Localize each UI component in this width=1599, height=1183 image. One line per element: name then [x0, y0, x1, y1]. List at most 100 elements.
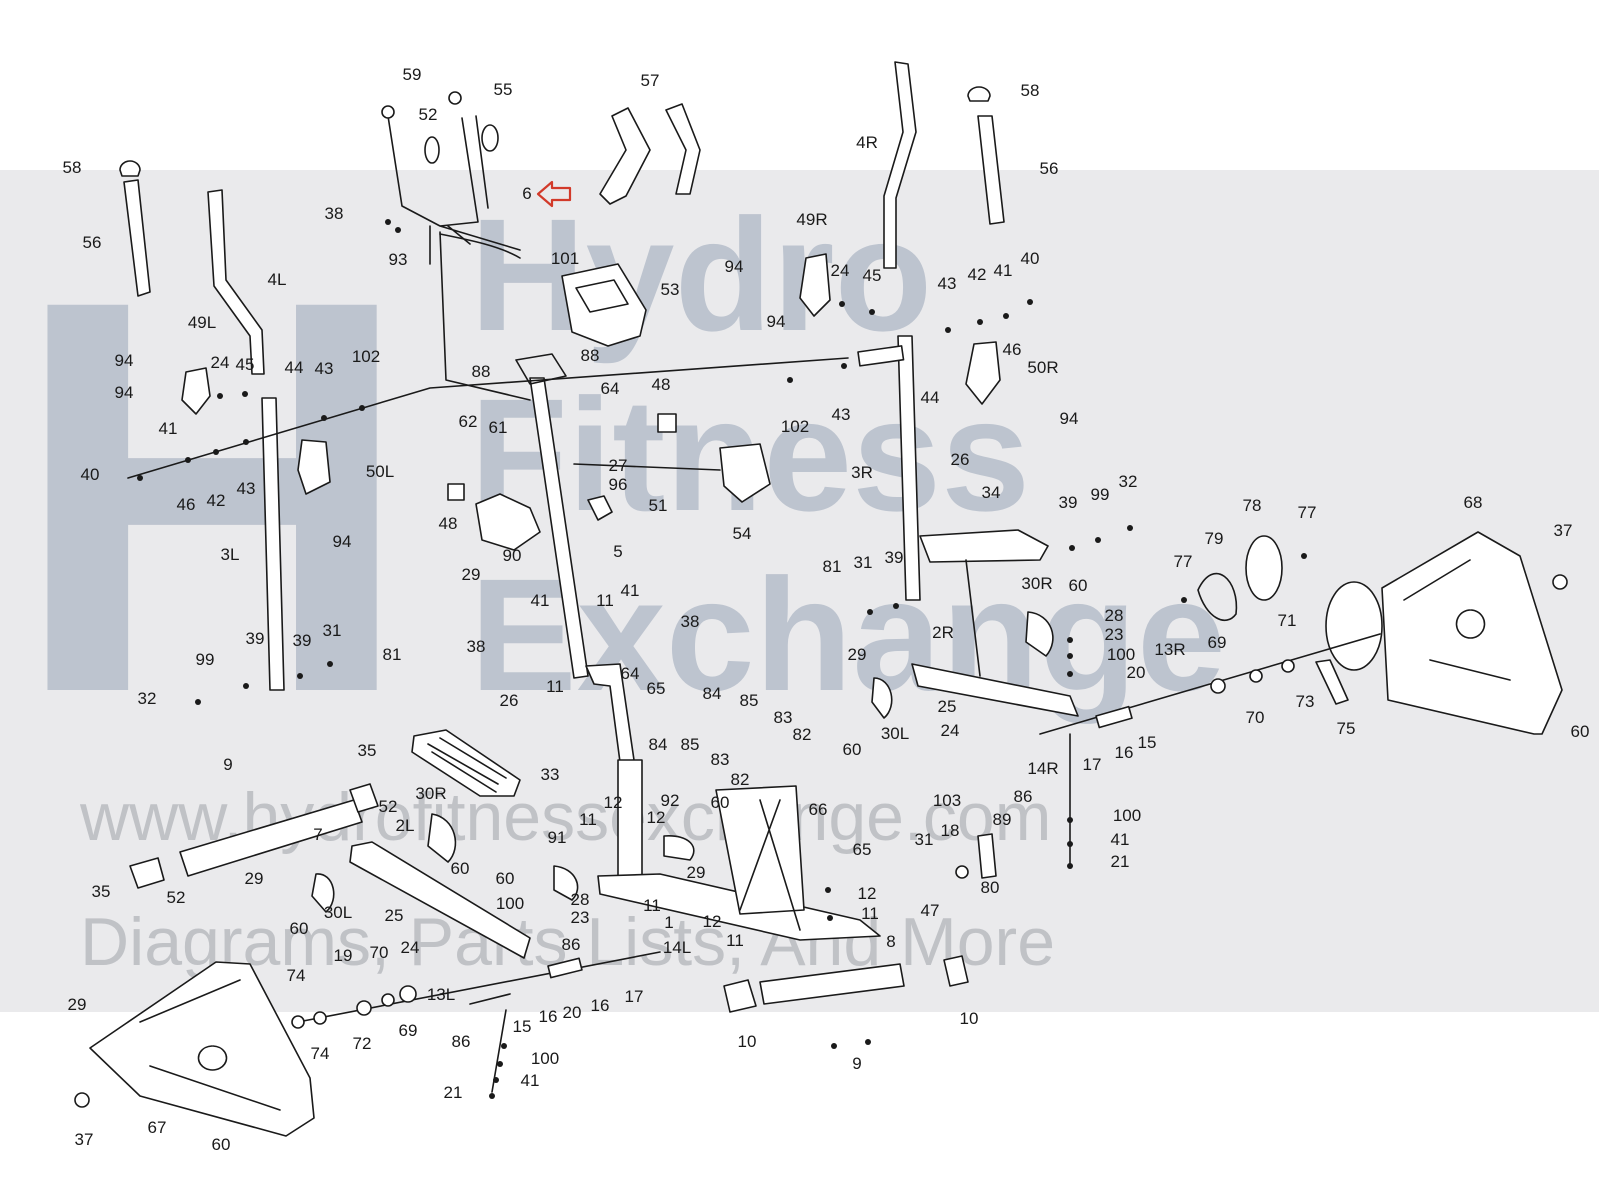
callout-21: 21: [444, 1083, 463, 1102]
callout-56: 56: [83, 233, 102, 252]
part-pivot-54: [719, 443, 771, 503]
fastener: [327, 661, 333, 667]
callout-29: 29: [848, 645, 867, 664]
fastener: [1027, 299, 1033, 305]
fastener: [1067, 841, 1073, 847]
callout-84: 84: [649, 735, 668, 754]
callout-94: 94: [115, 351, 134, 370]
callout-91: 91: [548, 828, 567, 847]
fastener: [825, 887, 831, 893]
callout-50L: 50L: [366, 462, 394, 481]
part-bracket-80: [977, 833, 997, 879]
callout-24: 24: [831, 261, 850, 280]
callout-52: 52: [419, 105, 438, 124]
part-shroud-68-detail: [1403, 559, 1511, 681]
part-bearing-74a: [291, 1015, 305, 1029]
callout-93: 93: [389, 250, 408, 269]
callout-71: 71: [1278, 611, 1297, 630]
callout-64: 64: [621, 664, 640, 683]
callout-57: 57: [641, 71, 660, 90]
part-bolt-13l: [469, 993, 511, 1005]
callout-39: 39: [293, 631, 312, 650]
fastener: [497, 1061, 503, 1067]
callout-9: 9: [852, 1054, 861, 1073]
fastener: [185, 457, 191, 463]
callout-27: 27: [609, 456, 628, 475]
callout-41: 41: [1111, 830, 1130, 849]
callout-103: 103: [933, 791, 961, 810]
callout-60: 60: [843, 740, 862, 759]
part-console-screen: [575, 279, 629, 313]
callout-3L: 3L: [221, 545, 240, 564]
callout-53: 53: [661, 280, 680, 299]
part-cover-30r-left: [427, 813, 457, 863]
callout-41: 41: [994, 261, 1013, 280]
fastener: [243, 683, 249, 689]
part-cable-101: [439, 233, 521, 259]
part-grip-57b: [665, 103, 701, 195]
callout-50R: 50R: [1027, 358, 1058, 377]
callout-69: 69: [1208, 633, 1227, 652]
part-pedal-33: [411, 729, 521, 797]
part-bushing-20r: [1095, 705, 1133, 729]
callout-1: 1: [664, 913, 673, 932]
part-belt-79: [1197, 572, 1238, 622]
part-pivot-49r: [799, 253, 831, 317]
callout-99: 99: [196, 650, 215, 669]
fastener: [1127, 525, 1133, 531]
callout-90: 90: [503, 546, 522, 565]
fastener: [841, 363, 847, 369]
fastener: [893, 603, 899, 609]
fastener: [1067, 637, 1073, 643]
callout-48: 48: [439, 514, 458, 533]
callout-4L: 4L: [268, 270, 287, 289]
callout-60: 60: [212, 1135, 231, 1154]
part-grip-right: [977, 115, 1005, 225]
part-pedal-34-post: [965, 559, 981, 677]
callout-55: 55: [494, 80, 513, 99]
part-pedal-arm-2r: [911, 663, 1079, 717]
callout-32: 32: [1119, 472, 1138, 491]
part-washer-37l: [74, 1092, 90, 1108]
callout-5: 5: [613, 542, 622, 561]
part-crank-75: [1315, 659, 1349, 705]
part-bearing-74b: [313, 1011, 327, 1025]
callout-43: 43: [832, 405, 851, 424]
callout-40: 40: [1021, 249, 1040, 268]
callout-17: 17: [625, 987, 644, 1006]
callout-45: 45: [863, 266, 882, 285]
part-wire: [439, 231, 531, 401]
part-drawings: [74, 61, 1568, 1137]
callout-30R: 30R: [1021, 574, 1052, 593]
fastener: [839, 301, 845, 307]
callout-100: 100: [1113, 806, 1141, 825]
callout-100: 100: [531, 1049, 559, 1068]
callout-85: 85: [740, 691, 759, 710]
callout-34: 34: [982, 483, 1001, 502]
callout-81: 81: [383, 645, 402, 664]
callout-40: 40: [81, 465, 100, 484]
callout-49L: 49L: [188, 313, 216, 332]
callout-41: 41: [521, 1071, 540, 1090]
callout-85: 85: [681, 735, 700, 754]
part-axle-sleeve: [857, 345, 905, 367]
callout-60: 60: [451, 859, 470, 878]
callout-92: 92: [661, 791, 680, 810]
callout-64: 64: [601, 379, 620, 398]
callout-2R: 2R: [932, 623, 954, 642]
part-endcap-35a: [349, 783, 379, 813]
callout-89: 89: [993, 810, 1012, 829]
part-arm-4r: [883, 61, 917, 269]
callout-23: 23: [1105, 625, 1124, 644]
fastener: [359, 405, 365, 411]
callout-65: 65: [853, 840, 872, 859]
fastener: [867, 609, 873, 615]
watermark: H Hydro Fitness Exchange www.hydrofitnes…: [0, 170, 1599, 1012]
callout-25: 25: [385, 906, 404, 925]
fastener: [242, 391, 248, 397]
part-grip-left: [123, 179, 151, 297]
part-knob-right: [967, 86, 991, 102]
fastener: [1067, 653, 1073, 659]
callout-10: 10: [960, 1009, 979, 1028]
